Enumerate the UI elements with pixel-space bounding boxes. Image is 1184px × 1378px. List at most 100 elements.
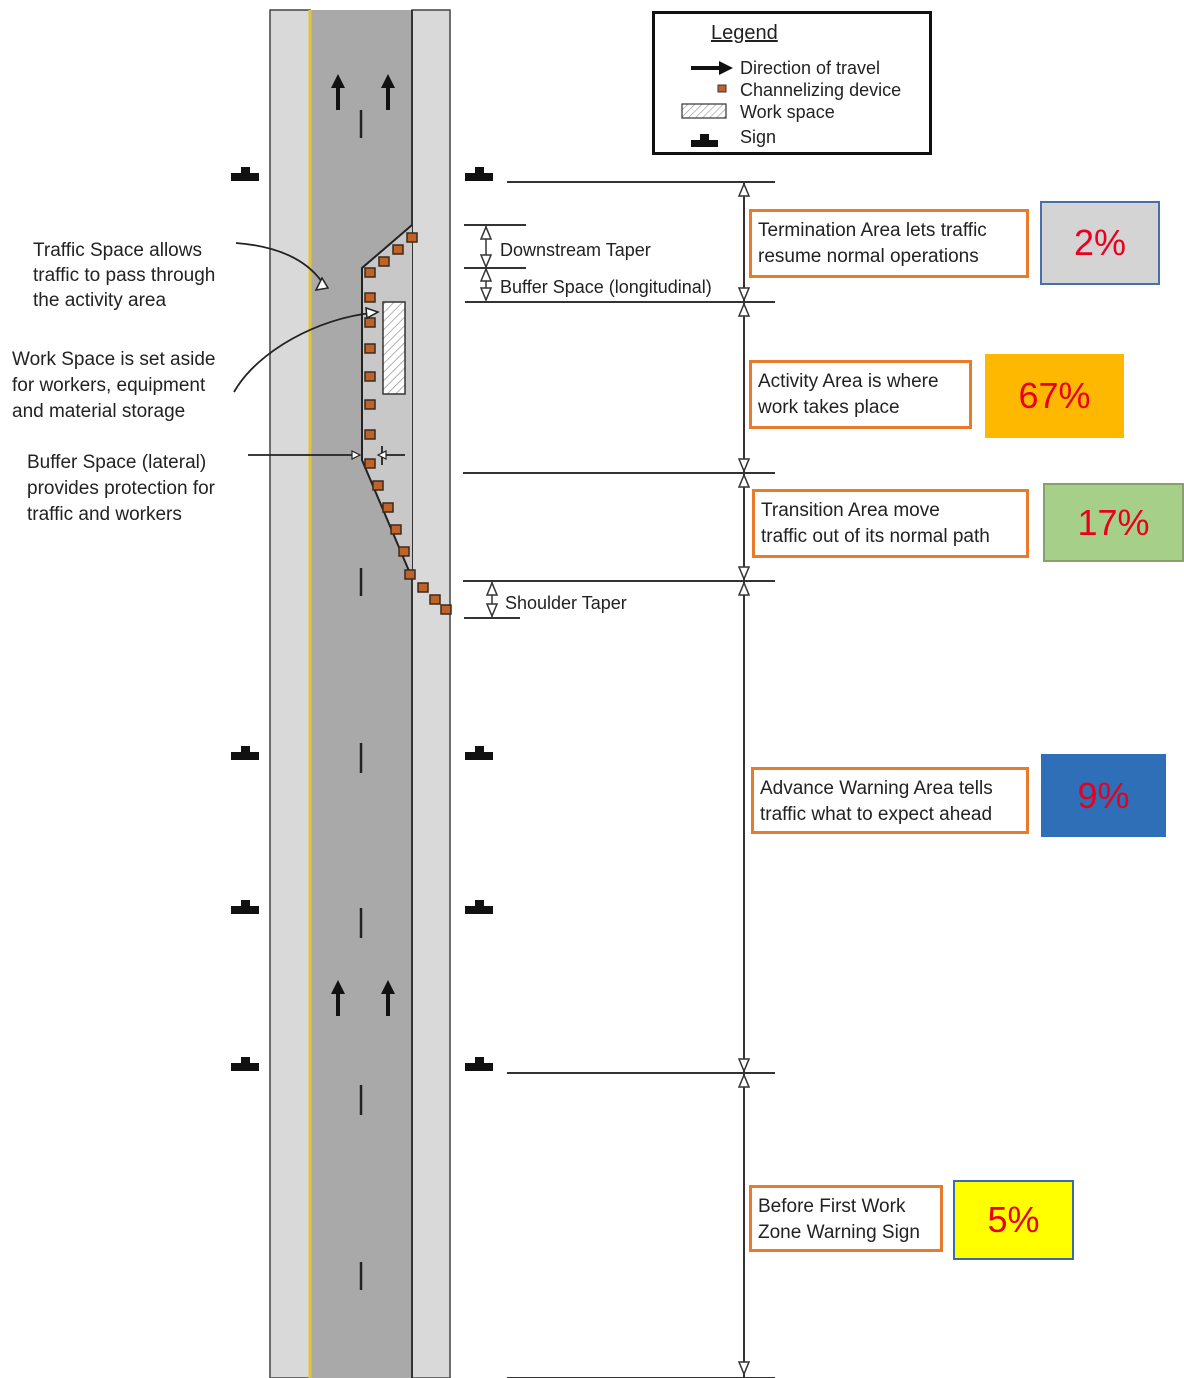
channelizing-devices: [364, 232, 452, 615]
arrowhead-up-icon: [737, 473, 751, 488]
channelizing-device: [372, 480, 384, 491]
arrowhead-up-icon: [737, 182, 751, 197]
zone-line: Before First Work: [758, 1196, 906, 1217]
legend-icons: [681, 61, 733, 147]
channelizing-device: [429, 594, 441, 605]
sign-icon: [465, 1057, 493, 1071]
termination-area-box: Termination Area lets traffic resume nor…: [749, 209, 1029, 278]
channelizing-device: [364, 317, 376, 328]
channelizing-device: [404, 569, 416, 580]
buffer-lateral-line-1: Buffer Space (lateral): [27, 452, 206, 473]
buffer-longitudinal-label: Buffer Space (longitudinal): [500, 277, 712, 297]
activity-area-box: Activity Area is where work takes place: [749, 360, 972, 429]
before-first-sign-box: Before First Work Zone Warning Sign: [749, 1185, 943, 1252]
traffic-space-line-3: the activity area: [33, 290, 166, 311]
channelizing-device: [364, 458, 376, 469]
sign-icon: [691, 134, 718, 147]
legend-title: Legend: [711, 22, 778, 44]
arrowhead-down-icon: [737, 566, 751, 581]
shoulder-taper-label: Shoulder Taper: [505, 593, 627, 613]
buffer-lateral-label: Buffer Space (lateral) provides protecti…: [27, 452, 216, 525]
work-space-rect: [382, 301, 406, 395]
legend-direction-label: Direction of travel: [740, 58, 881, 78]
channelizing-device: [364, 267, 376, 278]
channelizing-device-icon: [717, 84, 727, 93]
arrowhead-up-icon: [479, 225, 493, 240]
zone-line: Transition Area move: [761, 500, 940, 521]
transition-percent: 17%: [1043, 483, 1184, 562]
sign-icon: [465, 900, 493, 914]
activity-percent: 67%: [985, 354, 1124, 438]
work-space-line-1: Work Space is set aside: [12, 349, 215, 370]
before-first-sign-percent: 5%: [953, 1180, 1074, 1260]
channelizing-device: [364, 343, 376, 354]
downstream-taper-label: Downstream Taper: [500, 240, 651, 260]
channelizing-device: [378, 256, 390, 267]
road: [269, 9, 451, 1378]
road-right-shoulder: [411, 9, 451, 1378]
traffic-space-line-2: traffic to pass through: [33, 265, 215, 286]
channelizing-device: [364, 292, 376, 303]
sign-icon: [231, 1057, 259, 1071]
dimension-arrows: [479, 182, 751, 1376]
channelizing-device: [364, 399, 376, 410]
sign-icon: [231, 167, 259, 181]
advance-warning-area-box: Advance Warning Area tells traffic what …: [751, 767, 1029, 834]
channelizing-device: [382, 502, 394, 513]
buffer-lateral-line-2: provides protection for: [27, 478, 216, 499]
channelizing-device: [406, 232, 418, 243]
arrowhead-down-icon: [737, 458, 751, 473]
channelizing-device: [364, 371, 376, 382]
termination-percent: 2%: [1040, 201, 1160, 285]
leader-lines: [233, 242, 405, 465]
arrowhead-up-icon: [737, 302, 751, 317]
legend-sign-label: Sign: [740, 127, 777, 147]
arrowhead-down-icon: [479, 254, 493, 269]
road-left-shoulder: [269, 9, 311, 1378]
arrow-right-icon: [691, 61, 733, 75]
arrowhead-down-icon: [485, 603, 499, 618]
zone-line: Advance Warning Area tells: [760, 778, 993, 799]
traffic-space-line-1: Traffic Space allows: [33, 240, 202, 261]
arrowhead-up-icon: [485, 581, 499, 596]
sign-icon: [465, 167, 493, 181]
sign-icon: [231, 900, 259, 914]
arrowhead-up-icon: [737, 581, 751, 596]
legend-workspace-label: Work space: [740, 102, 835, 122]
arrowhead-down-icon: [737, 1361, 751, 1376]
work-space-label: Work Space is set aside for workers, equ…: [12, 349, 215, 422]
arrowhead-up-icon: [479, 267, 493, 282]
arrowhead-down-icon: [737, 1058, 751, 1073]
up-arrow-icon: [331, 74, 345, 110]
direction-arrows: [331, 74, 395, 1016]
arrowhead-down-icon: [479, 287, 493, 302]
zone-line: Activity Area is where: [758, 371, 939, 392]
arrowhead-up-icon: [737, 1073, 751, 1088]
buffer-lateral-line-3: traffic and workers: [27, 504, 182, 525]
work-space-swatch-icon: [681, 103, 727, 119]
work-space-line-2: for workers, equipment: [12, 375, 206, 396]
channelizing-device: [390, 524, 402, 535]
zone-line: resume normal operations: [758, 246, 979, 267]
sign-icon: [231, 746, 259, 760]
up-arrow-icon: [331, 980, 345, 1016]
work-space-line-3: and material storage: [12, 401, 185, 422]
signs: [231, 167, 493, 1071]
up-arrow-icon: [381, 74, 395, 110]
sign-icon: [465, 746, 493, 760]
zone-line: Zone Warning Sign: [758, 1222, 920, 1243]
up-arrow-icon: [381, 980, 395, 1016]
reference-lines: [463, 181, 775, 1378]
transition-area-box: Transition Area move traffic out of its …: [752, 489, 1029, 558]
channelizing-device: [398, 546, 410, 557]
channelizing-device: [417, 582, 429, 593]
channelizing-device: [392, 244, 404, 255]
zone-line: traffic out of its normal path: [761, 526, 990, 547]
zone-line: traffic what to expect ahead: [760, 804, 993, 825]
road-lane: [310, 10, 412, 1378]
zone-line: Termination Area lets traffic: [758, 220, 987, 241]
channelizing-device: [364, 429, 376, 440]
traffic-space-label: Traffic Space allows traffic to pass thr…: [33, 240, 215, 311]
